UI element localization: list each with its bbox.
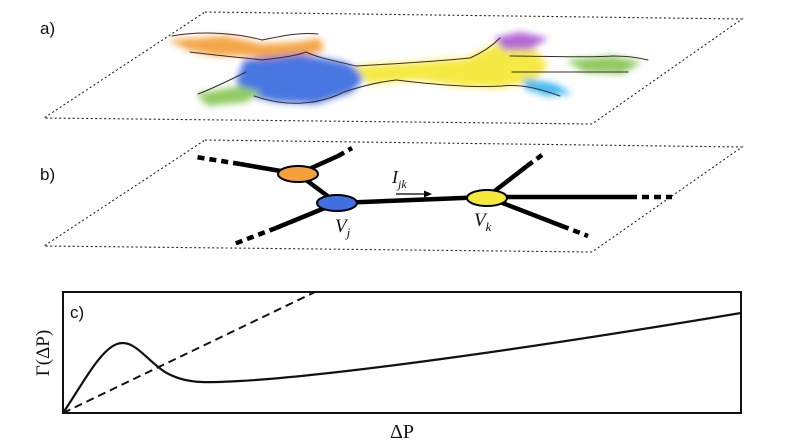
edge-blue-yellow bbox=[336, 194, 488, 206]
vessel-network bbox=[168, 32, 642, 106]
plot-frame bbox=[62, 291, 742, 414]
node-orange bbox=[277, 165, 319, 183]
panel-b-plane bbox=[42, 139, 744, 253]
vessel-cyan bbox=[524, 78, 572, 96]
panel-a-label: a) bbox=[40, 19, 55, 38]
vessel-blue bbox=[236, 54, 368, 104]
vessel-green-right bbox=[566, 56, 642, 74]
panel-a-plane bbox=[42, 11, 744, 125]
panel-b-label: b) bbox=[40, 165, 55, 184]
vessel-outlines bbox=[171, 32, 649, 104]
linear-reference-curve bbox=[63, 292, 316, 413]
node-vk bbox=[466, 189, 508, 207]
panel-b: b) Vj Vk bbox=[40, 139, 744, 253]
node-vk-label: Vk bbox=[474, 210, 492, 234]
y-axis-label: Γ(ΔP) bbox=[33, 330, 54, 376]
vessel-purple bbox=[494, 32, 548, 50]
node-vj-label: Vj bbox=[335, 216, 351, 240]
vessel-yellow bbox=[354, 42, 548, 88]
node-vj bbox=[316, 194, 358, 212]
x-axis-label: ΔP bbox=[390, 421, 414, 443]
conductance-curve bbox=[63, 311, 741, 413]
current-label: Ijk bbox=[391, 167, 407, 191]
vessel-green-left bbox=[196, 86, 262, 106]
panel-c: c) Γ(ΔP) ΔP bbox=[33, 291, 742, 443]
panel-c-label: c) bbox=[70, 303, 84, 322]
network-edge-stubs bbox=[195, 146, 672, 247]
current-arrow-icon bbox=[396, 190, 432, 198]
panel-a: a) bbox=[40, 11, 744, 125]
